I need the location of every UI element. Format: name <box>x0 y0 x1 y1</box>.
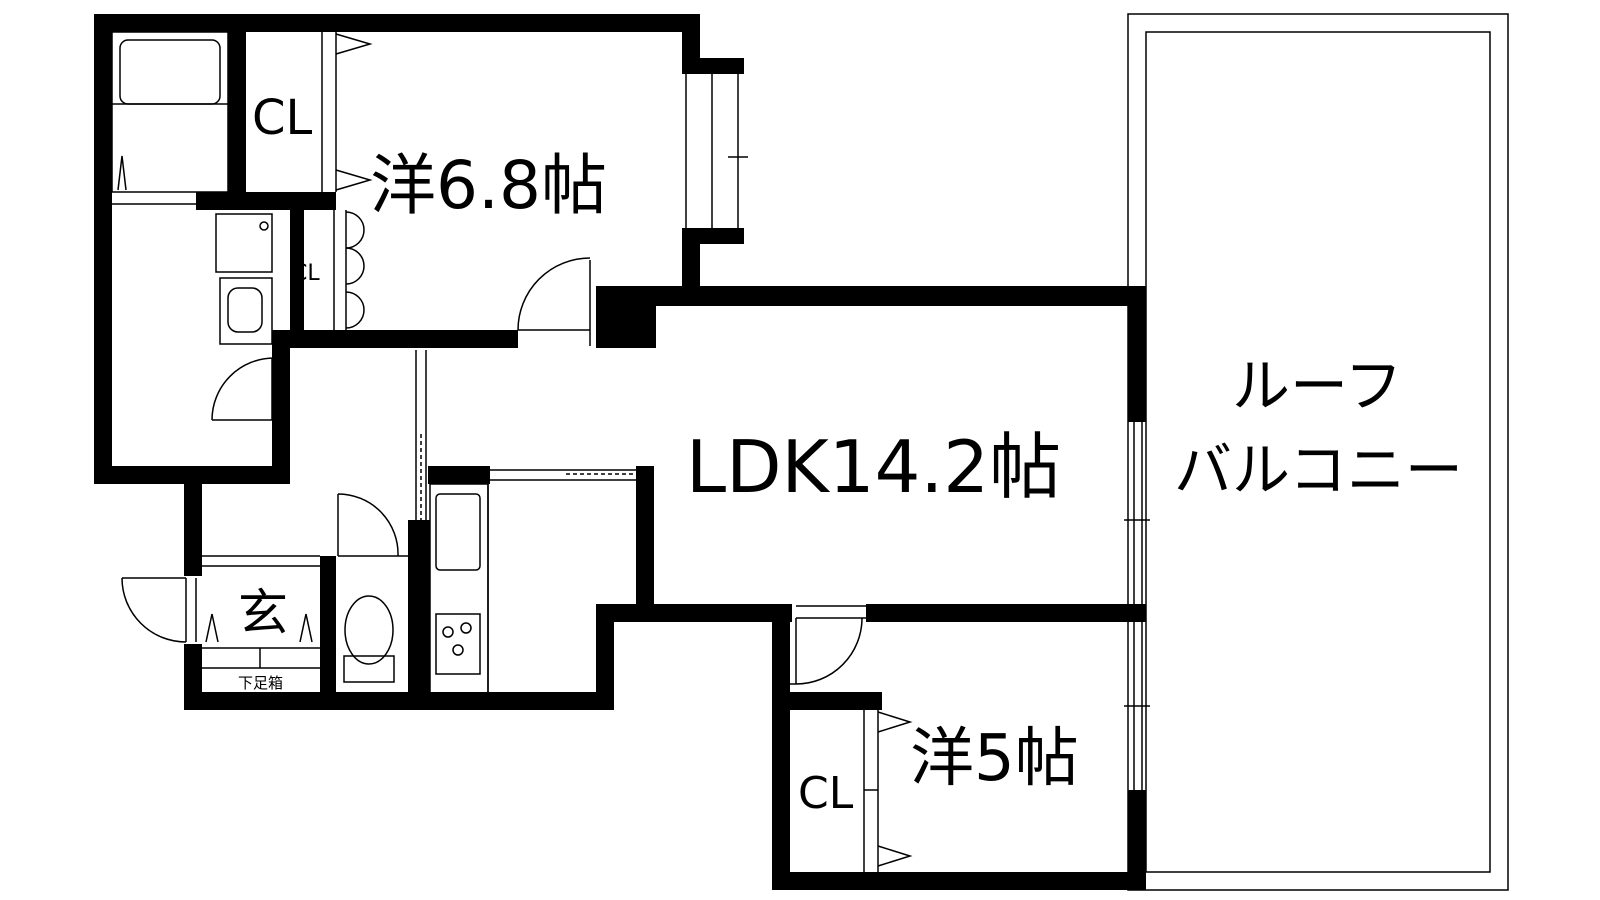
fixtures <box>111 31 489 695</box>
walls <box>94 14 1146 890</box>
doors <box>121 257 863 685</box>
windows <box>415 74 1150 790</box>
labels: 洋6.8帖 LDK14.2帖 洋5帖 玄 ルーフ バルコニー CL CL CL … <box>238 90 1463 819</box>
room-label-roof-balcony-1: ルーフ <box>1232 352 1403 420</box>
closet-label-small: CL <box>292 261 320 286</box>
shoe-cabinet-label: 下足箱 <box>238 674 283 692</box>
room-label-roof-balcony-2: バルコニー <box>1174 436 1463 504</box>
roof-balcony <box>1127 13 1509 891</box>
room-label-western-5: 洋5帖 <box>910 722 1079 796</box>
closet-details <box>321 32 913 872</box>
room-label-western-6-8: 洋6.8帖 <box>370 147 607 224</box>
room-label-ldk: LDK14.2帖 <box>686 425 1061 509</box>
closet-label-bottom: CL <box>798 768 854 819</box>
closet-label-top: CL <box>252 90 313 146</box>
room-label-entrance: 玄 <box>238 584 288 642</box>
